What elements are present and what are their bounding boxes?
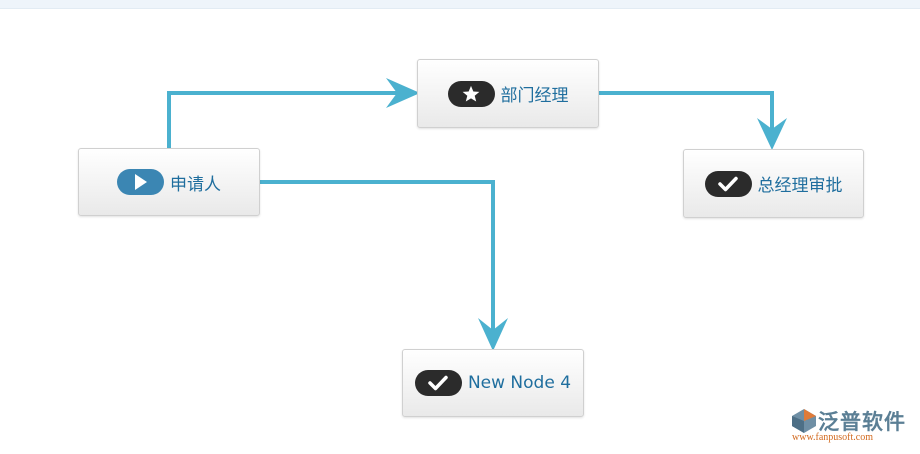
node-label: New Node 4 xyxy=(467,373,572,393)
edge-applicant-to-new-node-4[interactable] xyxy=(260,180,495,343)
node-label: 部门经理 xyxy=(500,86,569,106)
edge-dept-manager-to-gm-approval[interactable] xyxy=(599,91,774,143)
arrowhead-right-icon xyxy=(386,78,420,108)
flow-node-dept-manager[interactable]: 部门经理 xyxy=(417,59,599,128)
flow-node-new-node-4[interactable]: New Node 4 xyxy=(402,349,584,417)
arrowhead-down-icon xyxy=(757,118,787,150)
star-icon xyxy=(447,80,495,107)
play-icon xyxy=(117,169,164,195)
brand-watermark: 泛普软件 www.fanpusoft.com xyxy=(788,404,914,448)
edge-applicant-to-dept-manager[interactable] xyxy=(167,91,410,148)
flow-node-applicant[interactable]: 申请人 xyxy=(78,148,260,216)
checkmark-icon xyxy=(704,170,752,197)
brand-logo-icon xyxy=(792,409,816,433)
checkmark-icon xyxy=(414,370,462,396)
node-label: 总经理审批 xyxy=(757,176,843,196)
flow-node-gm-approval[interactable]: 总经理审批 xyxy=(683,149,864,218)
brand-website: www.fanpusoft.com xyxy=(792,432,874,443)
arrowhead-down-icon xyxy=(478,318,508,351)
top-header-strip xyxy=(0,0,920,9)
brand-name: 泛普软件 xyxy=(818,410,906,434)
node-label: 申请人 xyxy=(170,174,221,195)
